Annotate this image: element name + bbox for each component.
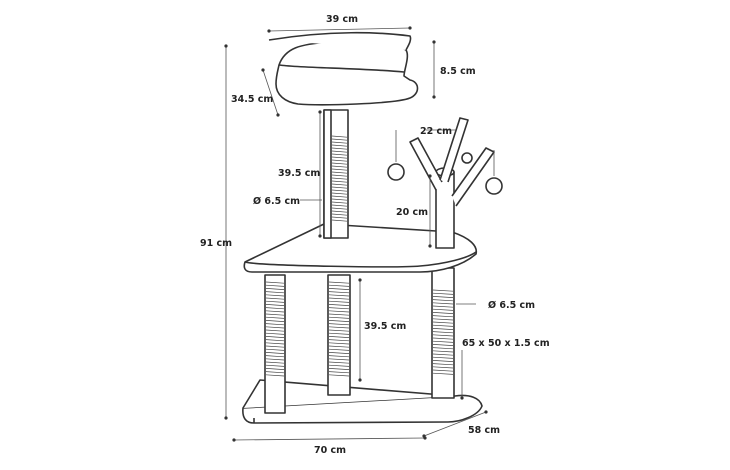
label-bed-depth: 34.5 cm [231,94,273,105]
top-post [323,109,349,239]
label-bed-height: 8.5 cm [440,66,476,77]
label-base-width: 70 cm [314,445,346,456]
label-branch-length: 22 cm [420,126,452,137]
label-top-post-height: 39.5 cm [278,168,320,179]
toy-ball-right [485,177,503,195]
label-bed-width: 39 cm [326,14,358,25]
label-post-diameter-top: Ø 6.5 cm [253,196,300,207]
lower-post-left [264,274,286,414]
middle-platform [243,223,478,273]
toy-ball-left [387,163,405,181]
rope-wrap-middle-post [328,281,350,377]
label-base-depth: 58 cm [468,425,500,436]
rope-wrap-right-post [432,289,454,375]
label-branch-post-height: 20 cm [396,207,428,218]
dimension-lines [224,26,488,442]
dimension-labels: 39 cm 8.5 cm 34.5 cm 39.5 cm Ø 6.5 cm 22… [200,14,550,456]
rope-wrap-left-post [265,281,285,377]
branch-post [387,117,503,249]
label-base-board: 65 x 50 x 1.5 cm [462,338,550,349]
rope-wrap-top-post [331,135,348,222]
label-post-diameter-lower: Ø 6.5 cm [488,300,535,311]
top-bed [268,31,419,106]
label-lower-post-height: 39.5 cm [364,321,406,332]
label-total-height: 91 cm [200,238,232,249]
